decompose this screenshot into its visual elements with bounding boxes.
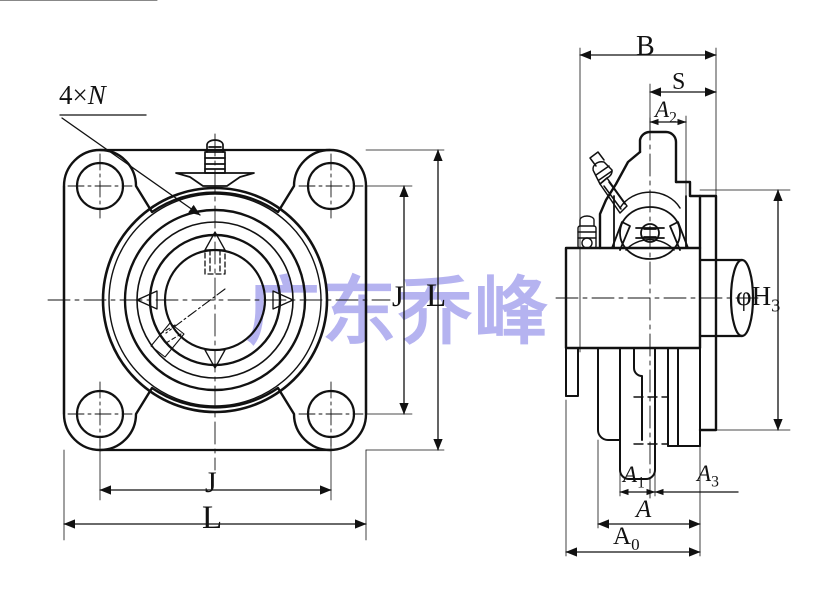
front-dimension-extensions	[63, 149, 445, 541]
dim-B-label: B	[636, 31, 655, 62]
dim-L-vertical-label: L	[426, 278, 447, 314]
dim-L-horizontal-label: L	[202, 500, 223, 536]
bolt-callout-leader	[59, 114, 201, 216]
callout-times: ×	[72, 80, 88, 110]
dim-A2-label: A2	[655, 98, 677, 126]
setscrew-section-front	[0, 0, 226, 358]
grease-nipple-front	[175, 139, 255, 187]
inner-setscrew-front	[204, 231, 226, 275]
bolt-hole-centerlines	[67, 153, 364, 447]
dim-A1-label: A1	[623, 463, 645, 491]
dim-S-label: S	[672, 69, 686, 95]
callout-symbol: N	[87, 80, 106, 110]
dim-A0-label: A0	[613, 524, 640, 553]
side-top-extensions	[579, 47, 717, 353]
dim-A1-base: A	[623, 462, 638, 487]
side-view-group	[555, 47, 791, 557]
dim-A1-sub: 1	[637, 474, 645, 492]
dim-A2-sub: 2	[669, 109, 677, 127]
dim-A2-base: A	[655, 97, 670, 122]
dim-A0-base: A	[613, 523, 632, 550]
inner-marker-bottom	[204, 349, 226, 369]
front-view-group	[0, 0, 445, 541]
dim-A0-sub: 0	[631, 535, 640, 554]
bolt-hole-callout-label: 4×N	[59, 82, 106, 109]
dim-A3-base: A	[697, 461, 712, 486]
dim-A3-label: A3	[697, 462, 719, 490]
lower-hidden-lines	[633, 396, 669, 445]
set-screw-side	[589, 151, 628, 214]
dim-A3-sub: 3	[711, 473, 719, 491]
dim-phiH3-sub: 3	[771, 295, 781, 316]
dim-J-vertical-label: J	[392, 280, 404, 313]
axis-markers	[136, 290, 294, 310]
dim-A-label: A	[636, 496, 652, 523]
side-view-centerlines	[555, 117, 761, 499]
dim-phiH3-label: φH3	[736, 283, 780, 315]
lower-housing-side	[565, 347, 701, 480]
grease-nipple-side	[577, 215, 597, 249]
front-view-centerlines	[47, 133, 391, 471]
dim-J-horizontal-label: J	[205, 466, 217, 499]
dim-phiH3-base: φH	[736, 281, 772, 311]
callout-count: 4	[59, 80, 73, 110]
